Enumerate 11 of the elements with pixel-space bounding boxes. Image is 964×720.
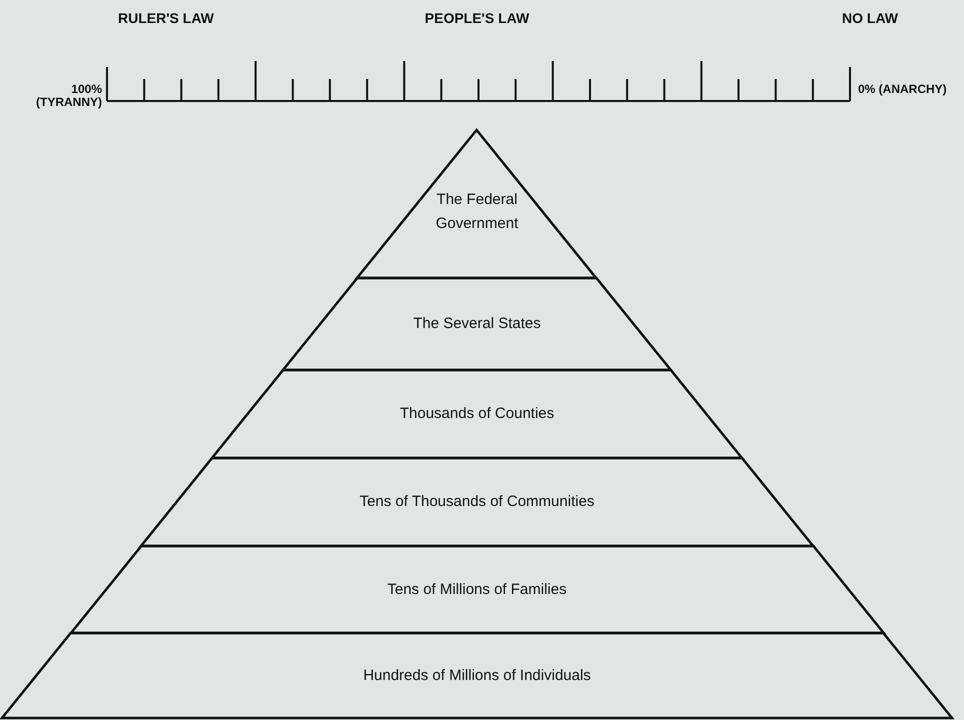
pyramid-tier: Hundreds of Millions of Individuals xyxy=(2,633,952,718)
scale-end-label: 100% (TYRANNY) xyxy=(35,83,102,109)
pyramid-tier: The Several States xyxy=(283,278,671,370)
scale-heading: RULER'S LAW xyxy=(118,10,215,26)
pyramid-tier: Tens of Thousands of Communities xyxy=(140,458,814,546)
pyramid-tier: The Federal Government xyxy=(357,130,597,278)
pyramid-tier: Thousands of Counties xyxy=(212,370,742,458)
scale-heading: PEOPLE'S LAW xyxy=(424,10,530,26)
scale-end-label: 0% (ANARCHY) xyxy=(858,83,948,96)
pyramid-tier: Tens of Millions of Families xyxy=(70,546,884,633)
scale-heading: NO LAW xyxy=(841,10,899,26)
